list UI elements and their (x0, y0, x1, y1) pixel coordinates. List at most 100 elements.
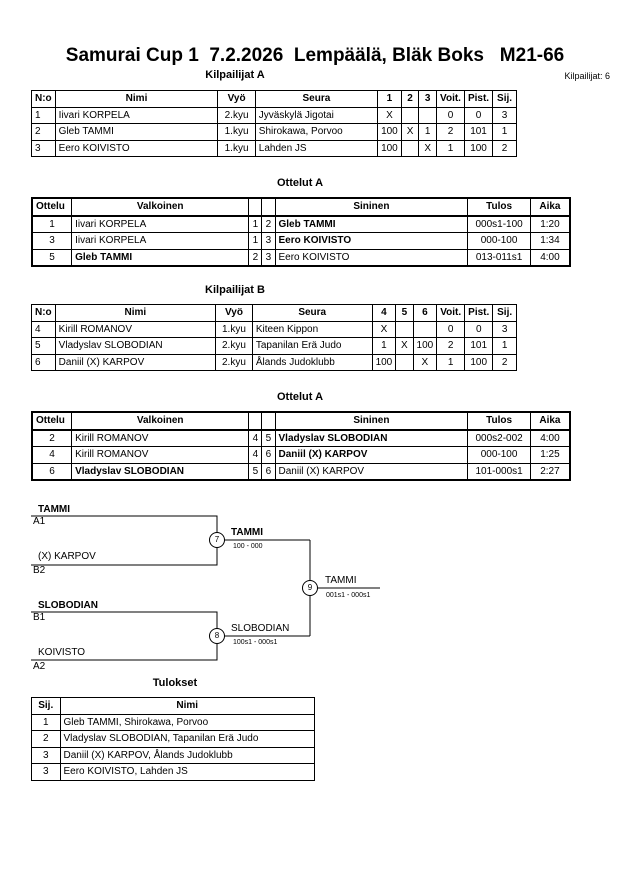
sf1-top-name: TAMMI (38, 504, 71, 515)
name-cell: Vladyslav SLOBODIAN, Tapanilan Erä Judo (59, 730, 315, 748)
blue-number: 5 (261, 429, 276, 447)
pool-b-heading: Kilpailijat B (205, 284, 265, 296)
sf1-score: 100 - 000 (233, 543, 263, 550)
page-title: Samurai Cup 1 7.2.2026 Lempäälä, Bläk Bo… (65, 45, 565, 66)
sf2-score: 100s1 - 000s1 (233, 639, 278, 646)
table-cell: Lahden JS (254, 139, 379, 157)
sf2-winner: SLOBODIAN (231, 623, 290, 634)
column-header: Tulos (467, 411, 531, 431)
white-number: 1 (248, 215, 263, 233)
table-header-row: Sij.Nimi (31, 697, 315, 715)
column-header: Valkoinen (71, 411, 250, 431)
match-number: 6 (31, 462, 73, 481)
match-result: 000s2-002 (467, 429, 531, 447)
table-cell: 1.kyu (217, 139, 256, 157)
table-cell: Kirill ROMANOV (54, 320, 217, 338)
sf2-bottom-seed: A2 (33, 661, 46, 672)
blue-number: 6 (261, 462, 276, 481)
match-result: 013-011s1 (467, 248, 531, 267)
table-cell: 2 (492, 139, 517, 157)
name-cell: Daniil (X) KARPOV, Ålands Judoklubb (59, 746, 315, 764)
rank-cell: 2 (31, 730, 61, 748)
table-cell: 3 (492, 106, 517, 124)
white-competitor: Kirill ROMANOV (71, 429, 250, 447)
column-header (261, 411, 276, 431)
table-cell: 1 (436, 139, 465, 157)
table-cell: 100 (377, 139, 402, 157)
sf1-bottom-name: (X) KARPOV (38, 551, 96, 562)
match-result: 000s1-100 (467, 215, 531, 233)
column-header (261, 197, 276, 217)
table-cell: 0 (463, 106, 494, 124)
table-cell (395, 353, 414, 371)
rank-cell: 3 (31, 763, 61, 781)
rank-cell: 3 (31, 746, 61, 764)
white-competitor: Gleb TAMMI (71, 248, 250, 267)
results-heading: Tulokset (152, 677, 198, 689)
column-header: Aika (529, 197, 571, 217)
match-time: 1:20 (529, 215, 571, 233)
column-header: Nimi (59, 697, 315, 715)
match-number: 2 (31, 429, 73, 447)
blue-competitor: Gleb TAMMI (274, 215, 469, 233)
match-number: 5 (31, 248, 73, 267)
column-header: Sininen (274, 411, 469, 431)
table-cell: X (418, 139, 438, 157)
match-8-number: 8 (209, 628, 225, 644)
white-competitor: Iivari KORPELA (71, 215, 250, 233)
pool-a-heading: Kilpailijat A (205, 69, 265, 81)
column-header: Sij. (31, 697, 61, 715)
match-time: 4:00 (529, 429, 571, 447)
match-7-number: 7 (209, 532, 225, 548)
participant-count: Kilpailijat: 6 (564, 71, 610, 81)
table-cell: Daniil (X) KARPOV (54, 353, 217, 371)
table-cell: 100 (464, 353, 494, 371)
final-winner: TAMMI (325, 575, 357, 586)
column-header: Sininen (274, 197, 469, 217)
rank-cell: 1 (31, 713, 61, 731)
blue-competitor: Daniil (X) KARPOV (274, 462, 469, 481)
matches-b-heading: Ottelut A (276, 391, 324, 403)
match-result: 101-000s1 (467, 462, 531, 481)
matches-a-heading: Ottelut A (276, 177, 324, 189)
final-score: 001s1 - 000s1 (326, 592, 371, 599)
blue-number: 2 (261, 215, 276, 233)
sf1-bottom-seed: B2 (33, 565, 46, 576)
table-cell: 100 (463, 139, 494, 157)
blue-competitor: Vladyslav SLOBODIAN (274, 429, 469, 447)
name-cell: Gleb TAMMI, Shirokawa, Porvoo (59, 713, 315, 731)
name-cell: Eero KOIVISTO, Lahden JS (59, 763, 315, 781)
column-header: Aika (529, 411, 571, 431)
sf2-bottom-name: KOIVISTO (38, 647, 86, 658)
match-number: 1 (31, 215, 73, 233)
table-cell: X (377, 106, 402, 124)
sf1-top-seed: A1 (33, 516, 46, 527)
blue-number: 3 (261, 248, 276, 267)
sf1-winner: TAMMI (231, 527, 264, 538)
table-cell: Ålands Judoklubb (251, 353, 373, 371)
table-cell: 2 (492, 353, 517, 371)
sf2-top-seed: B1 (33, 612, 46, 623)
match-9-number: 9 (302, 580, 318, 596)
column-header: Ottelu (31, 197, 73, 217)
